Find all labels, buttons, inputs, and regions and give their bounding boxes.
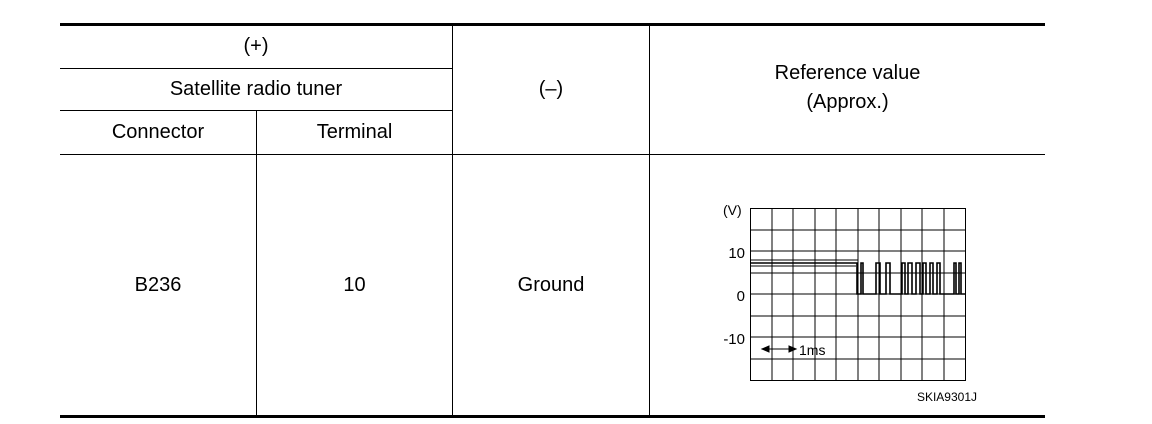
header-bottom-border — [60, 154, 1045, 155]
header-plus-text: (+) — [243, 35, 269, 57]
scope-y-label-0: 0 — [737, 288, 745, 305]
time-scale-arrow — [760, 345, 798, 353]
header-reference-line2: (Approx.) — [806, 91, 889, 113]
header-connector: Connector — [60, 111, 256, 154]
header-minus-text: (–) — [538, 78, 564, 100]
header-divider-1 — [60, 68, 453, 69]
row-terminal-text: 10 — [343, 273, 366, 296]
row-connector-text: B236 — [134, 273, 182, 296]
col-divider-terminal-minus — [452, 25, 453, 416]
scope-unit-label: (V) — [723, 202, 742, 218]
header-connector-text: Connector — [111, 121, 205, 143]
row-terminal: 10 — [257, 155, 452, 415]
col-divider-minus-reference — [649, 25, 650, 416]
header-satellite-radio-tuner: Satellite radio tuner — [60, 69, 452, 110]
row-minus-text: Ground — [517, 273, 585, 296]
scope-trace — [750, 259, 966, 295]
table-top-border — [60, 23, 1045, 26]
table-bottom-border — [60, 415, 1045, 418]
oscilloscope-waveform: (V) 10 0 -10 1ms SKIA9301J — [723, 202, 977, 404]
header-minus: (–) — [453, 25, 649, 154]
col-divider-connector-terminal — [256, 111, 257, 416]
header-plus: (+) — [60, 25, 452, 68]
row-minus: Ground — [453, 155, 649, 415]
header-reference-line1: Reference value — [774, 62, 921, 84]
header-divider-2 — [60, 110, 453, 111]
row-reference-waveform: (V) 10 0 -10 1ms SKIA9301J — [650, 155, 1045, 415]
header-terminal: Terminal — [257, 111, 452, 154]
header-satellite-text: Satellite radio tuner — [169, 78, 343, 100]
scope-y-label-neg10: -10 — [723, 331, 745, 348]
scope-y-label-10: 10 — [728, 245, 745, 262]
row-connector: B236 — [60, 155, 256, 415]
header-reference-value: Reference value (Approx.) — [650, 25, 1045, 154]
header-terminal-text: Terminal — [316, 121, 393, 143]
time-scale-label: 1ms — [799, 342, 825, 358]
figure-id: SKIA9301J — [917, 390, 977, 404]
